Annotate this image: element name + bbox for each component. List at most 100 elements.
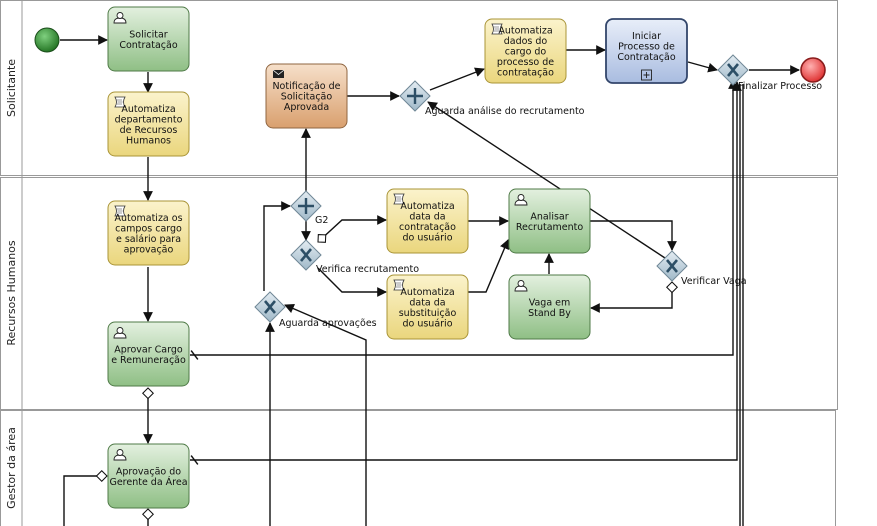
flow-gerente-left[interactable] xyxy=(63,470,108,526)
task-box xyxy=(107,6,190,72)
task-box xyxy=(386,274,469,340)
task-label-line: Humanos xyxy=(126,135,171,146)
flow-verifica-substituicao[interactable] xyxy=(317,267,387,297)
sequence-flows xyxy=(60,35,800,526)
label-verifica-recrutamento: Verifica recrutamento xyxy=(316,264,419,275)
task-label-line: substituição xyxy=(399,308,457,319)
task-box xyxy=(508,274,591,340)
subprocess-marker-icon xyxy=(641,69,652,81)
task-label-line: Processo de xyxy=(618,42,675,53)
gateways xyxy=(254,54,749,323)
x-icon xyxy=(264,300,276,314)
lane-label-gestor: Gestor da área xyxy=(5,427,18,509)
gateway-exclusive-finalizar[interactable] xyxy=(717,54,749,86)
x-icon xyxy=(727,63,739,77)
task-label-line: e Remuneração xyxy=(111,355,186,366)
user-icon xyxy=(514,194,528,206)
task-label-line: Contratação xyxy=(617,52,676,63)
flow-verificar-aguarda[interactable] xyxy=(427,101,666,259)
task-box xyxy=(107,200,190,266)
flow-gerente-finalizar[interactable] xyxy=(190,81,742,465)
lane-label-solicitante: Solicitante xyxy=(5,59,18,117)
task-label-line: data da xyxy=(409,297,445,308)
task-label-line: Iniciar xyxy=(632,31,661,42)
task-box xyxy=(265,63,348,129)
task-label-line: Automatiza xyxy=(498,26,552,37)
task-label-line: do usuário xyxy=(402,318,452,329)
flow-substituicao-analisar[interactable] xyxy=(468,239,510,293)
task-label-line: Aprovação do xyxy=(116,466,181,477)
task-label-line: cargo do xyxy=(505,47,547,58)
user-icon xyxy=(113,449,127,461)
task-label-line: Notificação de xyxy=(272,81,340,92)
gateway-exclusive-verificar-vaga[interactable] xyxy=(656,250,688,282)
gateway-labels: Aguarda análise do recrutamento Finaliza… xyxy=(279,81,822,329)
task-box xyxy=(386,188,469,254)
flow-iniciar-finalizar[interactable] xyxy=(687,61,718,73)
user-icon xyxy=(113,12,127,24)
gateway-exclusive-aguarda-aprovacoes[interactable] xyxy=(254,291,286,323)
task-label-line: contratação xyxy=(399,222,456,233)
user-icon xyxy=(113,327,127,339)
task-label-line: do usuário xyxy=(402,232,452,243)
task-label-line: contratação xyxy=(497,68,554,79)
task-label-line: Solicitação xyxy=(281,92,333,103)
task-box xyxy=(484,18,567,84)
gateway-parallel-aguarda-recrutamento[interactable] xyxy=(399,80,431,112)
task-label-line: Automatiza os xyxy=(114,213,182,224)
gateway-exclusive-verifica-recrutamento[interactable] xyxy=(290,239,322,271)
x-icon xyxy=(666,259,678,273)
plus-icon xyxy=(407,88,423,104)
flow-analisar-verificar[interactable] xyxy=(590,220,677,251)
envelope-icon xyxy=(272,69,285,78)
label-finalizar-processo: Finalizar Processo xyxy=(738,81,822,92)
script-icon xyxy=(491,23,503,35)
task-box xyxy=(605,18,688,84)
script-icon xyxy=(114,205,126,217)
task-label-line: Gerente da Área xyxy=(109,476,187,488)
flow-aguarda-cargo[interactable] xyxy=(429,67,485,91)
task-box xyxy=(107,443,190,509)
x-icon xyxy=(300,248,312,262)
end-event[interactable] xyxy=(800,57,826,83)
label-aguarda-recrutamento: Aguarda análise do recrutamento xyxy=(425,106,585,117)
flow-aguarda-g2[interactable] xyxy=(263,201,291,291)
script-icon xyxy=(393,279,405,291)
script-icon xyxy=(393,193,405,205)
flow-verificar-vaga[interactable] xyxy=(590,281,678,313)
gateway-parallel-g2[interactable] xyxy=(290,190,322,222)
task-label-line: Aprovar Cargo xyxy=(114,344,183,355)
task-label-line: Recrutamento xyxy=(516,222,584,233)
task-label-line: Vaga em xyxy=(529,297,571,308)
task-label-line: Contratação xyxy=(119,40,178,51)
task-box xyxy=(508,188,591,254)
lane-label-rh: Recursos Humanos xyxy=(5,240,18,346)
script-icon xyxy=(114,96,126,108)
label-g2: G2 xyxy=(315,215,328,226)
task-label-line: Solicitar xyxy=(129,29,168,40)
task-label-line: dados do xyxy=(504,36,548,47)
task-label-line: departamento xyxy=(115,114,183,125)
flow-verifica-contratacao[interactable] xyxy=(317,215,387,243)
task-label-line: campos cargo xyxy=(115,223,182,234)
start-event[interactable] xyxy=(34,27,60,53)
task-box xyxy=(107,321,190,387)
task-label-line: Automatiza xyxy=(400,287,454,298)
user-icon xyxy=(514,280,528,292)
task-label-line: de Recursos xyxy=(120,125,178,136)
task-label-line: Stand By xyxy=(528,308,571,319)
flow-up-aguarda[interactable] xyxy=(284,304,367,526)
